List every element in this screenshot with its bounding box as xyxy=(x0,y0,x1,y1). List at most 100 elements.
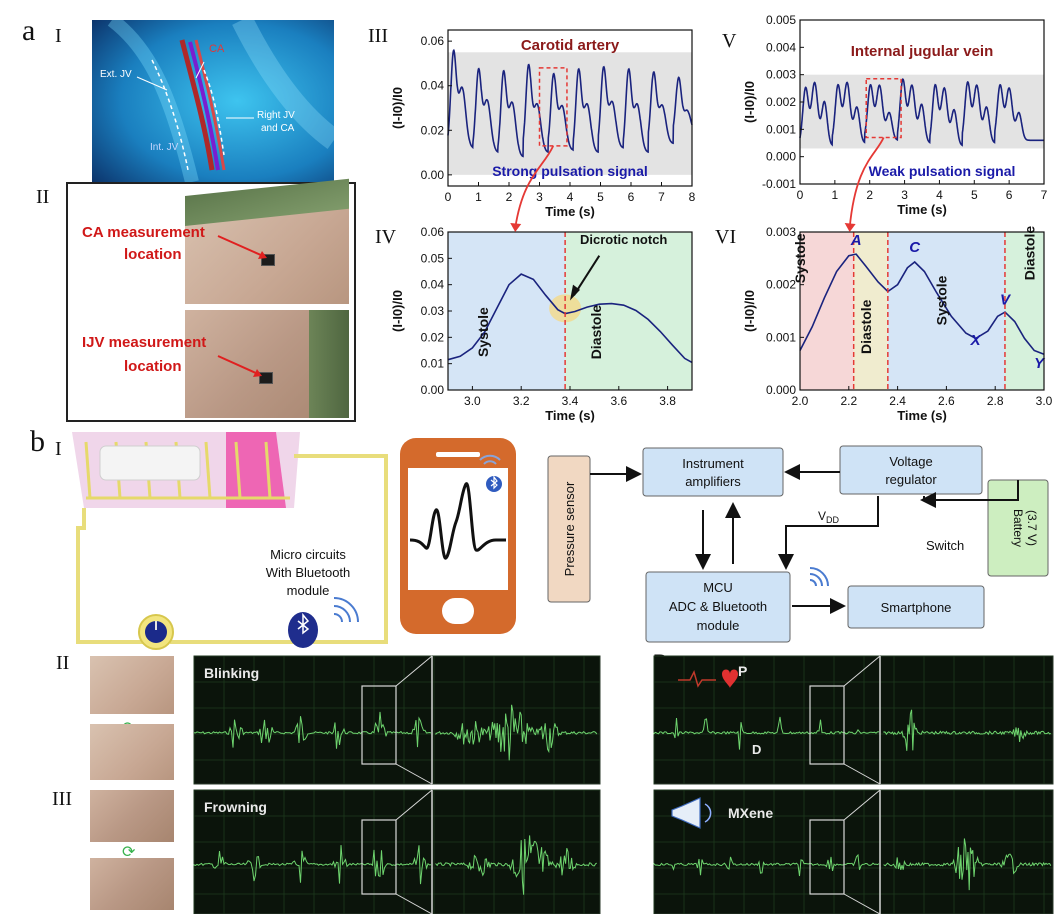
photo-arrows xyxy=(217,235,267,377)
aV-ytick-label: 0.005 xyxy=(766,13,796,27)
aIV-annotation: Dicrotic notch xyxy=(580,232,667,247)
device-schematic: Micro circuits With Bluetooth module xyxy=(72,432,388,650)
panel-label-a-i: I xyxy=(55,25,62,47)
aVI-region-label: Systole xyxy=(933,275,949,325)
battery-label-line1: Battery xyxy=(1011,509,1025,547)
aV-xtick-label: 7 xyxy=(1041,188,1048,202)
aIV-ytick-label: 0.01 xyxy=(421,357,445,371)
mcu-label-line2: ADC & Bluetooth xyxy=(669,599,767,614)
aIII-title: Carotid artery xyxy=(521,37,620,54)
battery-label-line2: (3.7 V) xyxy=(1025,510,1039,546)
panel-label-b-i: I xyxy=(55,438,62,460)
aIII-ytick-label: 0.00 xyxy=(421,168,445,182)
speech-signal-zoom-trace xyxy=(883,838,1052,891)
panel-label-b-iii: III xyxy=(52,788,72,810)
aV-xlabel: Time (s) xyxy=(897,202,947,217)
block-diagram: Pressure sensor Instrument amplifiers Vo… xyxy=(547,445,1049,643)
aVI-ytick-label: 0.002 xyxy=(766,278,796,292)
aIII-ylabel: (I-I0)/I0 xyxy=(390,87,405,129)
panel-label-b: b xyxy=(30,425,45,458)
aIV-xtick-label: 3.0 xyxy=(464,394,481,408)
aVI-ytick-label: 0.001 xyxy=(766,330,796,344)
aV-xtick-label: 3 xyxy=(901,188,908,202)
amplifiers-label-line1: Instrument xyxy=(682,456,744,471)
aIII-xtick-label: 0 xyxy=(445,190,452,204)
aVI-plot-frame xyxy=(799,231,1045,391)
aIII-xtick-label: 2 xyxy=(506,190,513,204)
and-ca-label: and CA xyxy=(261,123,295,134)
bluetooth-icon xyxy=(297,612,310,635)
aVI-point-label-a: A xyxy=(850,232,862,249)
aVI-point-label-v: V xyxy=(1000,292,1012,309)
heart-icon xyxy=(722,669,738,688)
blink-photo-open xyxy=(90,656,174,714)
aIII-xtick-label: 3 xyxy=(536,190,543,204)
voltage-regulator-block xyxy=(839,445,983,495)
aV-xtick-label: 2 xyxy=(866,188,873,202)
aIV-xlabel: Time (s) xyxy=(545,408,595,423)
regulator-label-line1: Voltage xyxy=(889,454,932,469)
amplifiers-label-line2: amplifiers xyxy=(685,474,741,489)
aV-xtick-label: 0 xyxy=(797,188,804,202)
aIII-annotation: Strong pulsation signal xyxy=(492,163,648,179)
sensor-patch-ijv xyxy=(259,372,273,384)
aVI-ytick-label: 0.003 xyxy=(766,225,796,239)
aV-ytick-label: -0.001 xyxy=(762,177,796,191)
blinking-signal-screen xyxy=(193,655,601,785)
aVI-point-label-x: X xyxy=(970,332,982,349)
frowning-signal-trace xyxy=(193,845,432,885)
aVI-xtick-label: 2.4 xyxy=(889,394,906,408)
aV-ytick-label: 0.002 xyxy=(766,95,796,109)
frown-photo-frowning xyxy=(90,858,174,910)
pulse-signal-trace xyxy=(653,716,880,750)
pressure-sensor-block xyxy=(547,455,591,603)
aIV-region-diastole xyxy=(565,232,692,390)
aIV-xtick-label: 3.6 xyxy=(610,394,627,408)
ijv-measurement-photo xyxy=(185,310,349,418)
aV-highlight-box xyxy=(865,78,902,139)
electrode-pad xyxy=(226,432,286,508)
aIV-ylabel: (I-I0)/I0 xyxy=(390,290,405,332)
shirt-shoulder xyxy=(309,310,349,418)
smartphone-label: Smartphone xyxy=(881,600,952,615)
aV-xtick-label: 1 xyxy=(832,188,839,202)
aIII-xtick-label: 4 xyxy=(567,190,574,204)
smartphone-block xyxy=(847,585,985,629)
aV-ytick-label: 0.001 xyxy=(766,122,796,136)
aV-ylabel: (I-I0)/I0 xyxy=(742,81,757,123)
zoom-arrowhead-carotid xyxy=(510,223,522,232)
cycle-icon-2: ⟳ xyxy=(122,844,136,861)
zoom-arrowhead-jugular xyxy=(844,223,856,232)
aV-signal-band xyxy=(800,74,1044,149)
aV-xtick-label: 6 xyxy=(1006,188,1013,202)
aIII-xtick-label: 5 xyxy=(597,190,604,204)
panel-label-a-vi: VI xyxy=(715,226,737,248)
aV-xtick-label: 5 xyxy=(971,188,978,202)
heartbeat-icon xyxy=(678,669,716,688)
switch-label: Switch xyxy=(926,538,964,553)
aIII-signal-band xyxy=(448,52,692,175)
aV-ytick-label: 0.004 xyxy=(766,40,796,54)
aIII-xtick-label: 8 xyxy=(689,190,696,204)
pulse-signal-zoom-box xyxy=(809,685,845,765)
smartphone-illustration xyxy=(400,438,516,634)
phone-wifi-icon xyxy=(479,454,501,461)
panel-label-a-iv: IV xyxy=(375,226,397,248)
neck-anatomy-illustration: CA Ext. JV Int. JV Right JV and CA xyxy=(92,14,341,184)
panel-label-a-v: V xyxy=(722,30,737,52)
mcu-label-line1: MCU xyxy=(703,580,733,595)
blinking-signal-label: Blinking xyxy=(204,665,259,681)
pulse-d-label: D xyxy=(752,742,761,757)
aIV-ytick-label: 0.06 xyxy=(421,225,445,239)
aIII-series-line xyxy=(447,48,693,158)
frowning-signal-screen xyxy=(193,789,601,914)
blinking-signal-zoom-line xyxy=(395,763,433,785)
ca-measurement-photo xyxy=(185,178,349,304)
aIV-region-label: Systole xyxy=(475,307,491,357)
aIV-ytick-label: 0.05 xyxy=(421,251,445,265)
speech-signal-zoom-line xyxy=(843,893,881,914)
megaphone-icon xyxy=(671,797,701,829)
phone-speaker xyxy=(436,452,480,457)
